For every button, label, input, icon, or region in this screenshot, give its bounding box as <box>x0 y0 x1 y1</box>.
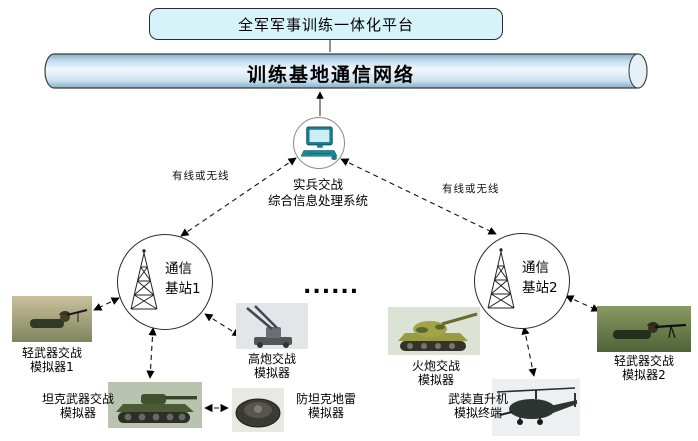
mine-sim-label: 防坦克地雷 模拟器 <box>295 392 356 421</box>
soldier-icon <box>12 296 92 342</box>
soldier-icon <box>597 306 691 352</box>
light-weapon-sim-2-image <box>597 306 691 352</box>
network-cylinder <box>40 52 652 90</box>
tank-sim-image <box>108 382 202 428</box>
tank-icon <box>108 382 202 428</box>
helicopter-icon <box>492 379 580 436</box>
processor-node <box>293 117 345 169</box>
artillery-sim-image <box>388 307 480 355</box>
more-stations-ellipsis: ...... <box>303 274 360 299</box>
light-weapon-sim-2-label: 轻武器交战 模拟器2 <box>613 354 674 383</box>
artillery-sim-label: 火炮交战 模拟器 <box>411 359 460 388</box>
radio-tower-icon <box>130 249 158 310</box>
mine-icon <box>232 388 284 432</box>
platform-title: 全军军事训练一体化平台 <box>237 15 414 34</box>
aa-gun-sim-label: 高炮交战 模拟器 <box>247 352 296 381</box>
base-station-2: 通信 基站2 <box>474 233 570 329</box>
link-label-right: 有线或无线 <box>442 183 500 195</box>
artillery-icon <box>388 307 480 355</box>
aa-gun-sim-image <box>236 303 308 349</box>
helicopter-terminal-image <box>492 379 580 436</box>
processor-label: 实兵交战 综合信息处理系统 <box>267 177 368 208</box>
light-weapon-sim-1-label: 轻武器交战 模拟器1 <box>21 346 82 375</box>
mine-sim-image <box>232 388 284 432</box>
computer-icon <box>300 126 338 160</box>
light-weapon-sim-1-image <box>12 296 92 342</box>
cylinder-shape <box>44 53 648 89</box>
tank-sim-label: 坦克武器交战 模拟器 <box>41 392 114 421</box>
link-label-left: 有线或无线 <box>172 170 230 182</box>
helicopter-terminal-label: 武装直升机 模拟终端 <box>447 392 508 421</box>
platform-box: 全军军事训练一体化平台 <box>149 8 503 40</box>
network-title: 训练基地通信网络 <box>246 64 415 86</box>
base-station-1: 通信 基站1 <box>117 234 213 330</box>
base-station-2-label: 通信 基站2 <box>522 260 558 296</box>
anti-aircraft-gun-icon <box>236 303 308 349</box>
radio-tower-icon <box>487 248 515 309</box>
base-station-1-label: 通信 基站1 <box>165 261 201 297</box>
